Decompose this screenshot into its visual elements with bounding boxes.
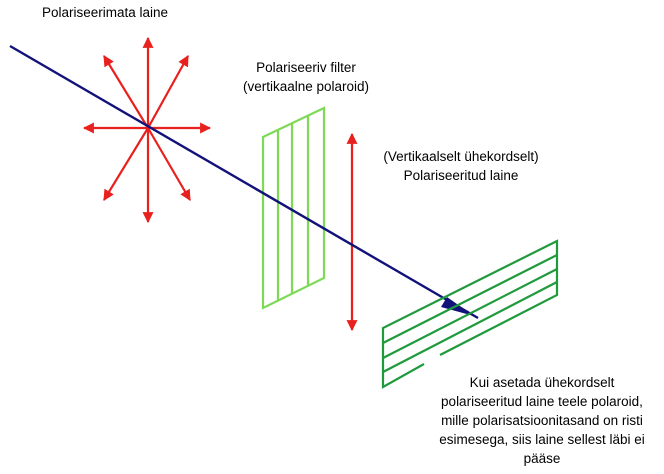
note-line2: polariseeritud laine teele polaroid, [441,394,643,409]
horizontal-polaroid-filter [381,239,559,389]
vector-up-right [147,55,189,129]
filter-label: Polariseeriv filter (vertikaalne polaroi… [228,58,384,96]
filter-label-line1: Polariseeriv filter [256,60,356,75]
vector-up-left [103,55,149,129]
unpolarized-wave-label: Polariseerimata laine [42,5,169,20]
crossed-polaroid-note: Kui asetada ühekordselt polariseeritud l… [424,373,660,468]
polarized-wave-label: (Vertikaalselt ühekordselt) Polariseerit… [366,147,556,185]
note-line3: mille polarisatsioonitasand on risti [441,413,643,428]
note-line4: esimesega, siis laine sellest läbi ei [439,432,645,447]
wave-ray [9,44,479,320]
polarized-label-line2: Polariseeritud laine [403,168,519,183]
unpolarized-vectors [82,36,212,224]
vertical-polaroid-filter [261,106,326,310]
note-line5: pääse [523,451,561,466]
vector-down-right [147,127,191,201]
note-line1: Kui asetada ühekordselt [469,375,615,390]
polarized-label-line1: (Vertikaalselt ühekordselt) [383,149,539,164]
vector-down-left [103,127,149,201]
filter-label-line2: (vertikaalne polaroid) [242,79,370,94]
